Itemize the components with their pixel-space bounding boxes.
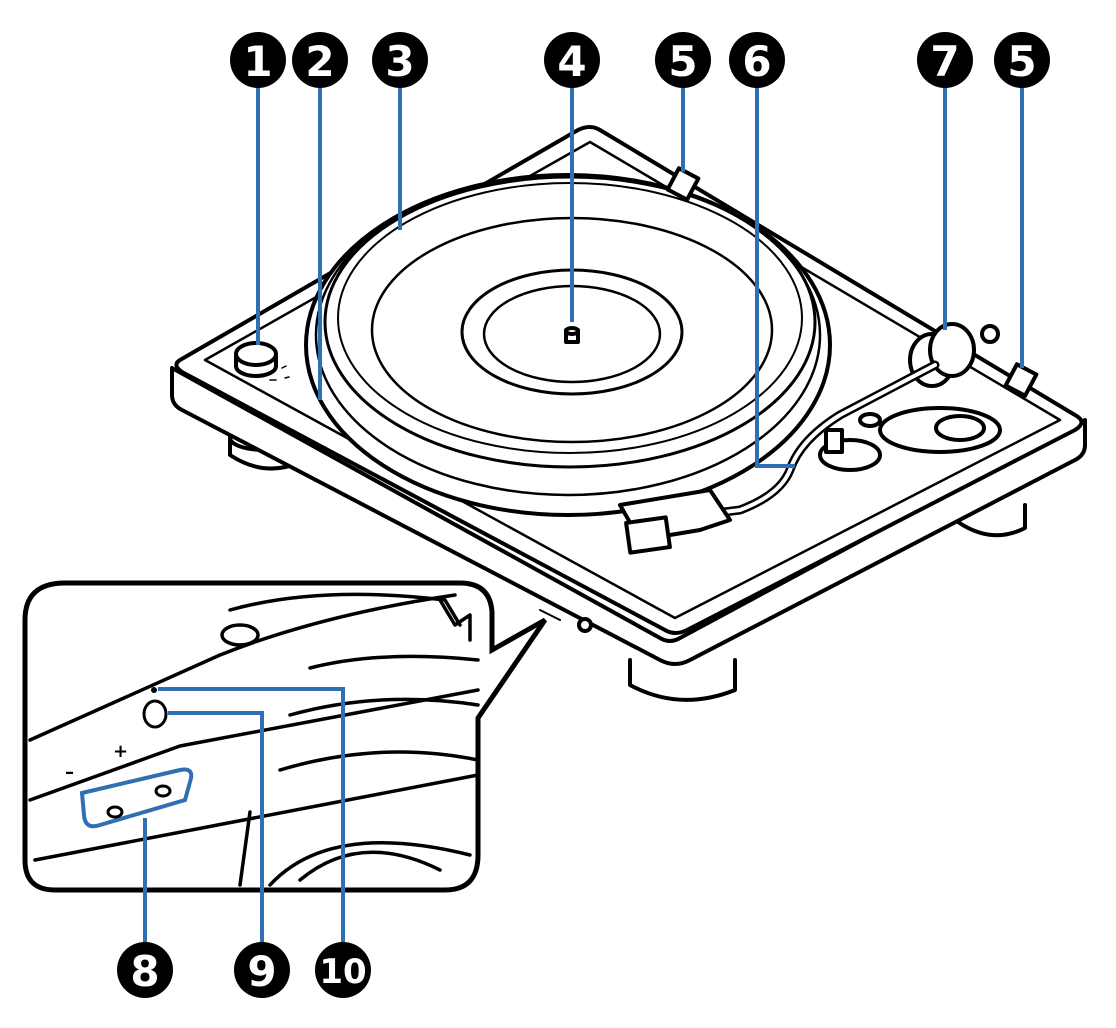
arm-rest [824,428,844,454]
hinge-right [1003,362,1039,398]
spindle [564,326,580,344]
callout-4: 4 [544,32,600,88]
inset-foot-top [228,592,462,627]
plinth-side [170,366,1087,666]
hinge-rear [665,166,701,202]
leader-lines [143,84,1024,945]
callout-2: 2 [292,32,348,88]
callout-7-label: 7 [930,37,959,86]
callout-9: 9 [234,942,290,998]
callout-5b: 5 [994,32,1050,88]
callout-7: 7 [917,32,973,88]
inset-foot-side [238,810,252,887]
foot-front [628,658,737,702]
callout-6: 6 [729,32,785,88]
inset-bump [220,623,260,647]
callout-8: 8 [117,942,173,998]
inset-port-9 [142,699,168,729]
inset-foot-ring [268,841,472,887]
inset-plus-label: + [113,741,128,762]
callout-5a-label: 5 [668,37,697,86]
inset-minus-label: – [65,762,74,783]
callout-3-label: 3 [385,37,414,86]
platter-rim-inner [314,173,822,497]
callout-8-label: 8 [130,947,159,996]
callout-10-label: 10 [319,952,366,992]
callout-5b-label: 5 [1007,37,1036,86]
callout-9-label: 9 [247,947,276,996]
inset-ridge-3 [278,750,480,772]
callout-6-label: 6 [742,37,771,86]
leader-6 [755,84,795,468]
speed-marks [269,365,290,381]
inset-plinth-edge-2 [28,688,480,802]
headshell [618,488,732,555]
leader-9 [168,711,264,945]
callout-2-label: 2 [305,37,334,86]
inset-frame [22,580,548,893]
inset-ridge-2 [288,697,480,717]
front-port-small [577,617,593,633]
inset-indicator-10 [151,687,157,693]
callout-3: 3 [372,32,428,88]
inset-ridge-1 [308,654,480,670]
callout-1: 1 [230,32,286,88]
inset-terminals-8 [79,767,194,829]
speed-knob [234,341,278,378]
callout-badges: 1 2 3 4 5 6 7 5 [117,32,1050,998]
inset-foot-inner [298,850,442,882]
callout-4-label: 4 [557,37,586,86]
detail-inset: – + [22,580,548,893]
callout-1-label: 1 [243,37,272,86]
inset-plinth-edge [28,593,457,742]
inset-front-line [33,773,480,862]
callout-5a: 5 [655,32,711,88]
counterweight [908,322,1000,388]
leader-10 [158,687,345,945]
callout-10: 10 [315,942,371,998]
inset-bracket [438,598,472,642]
